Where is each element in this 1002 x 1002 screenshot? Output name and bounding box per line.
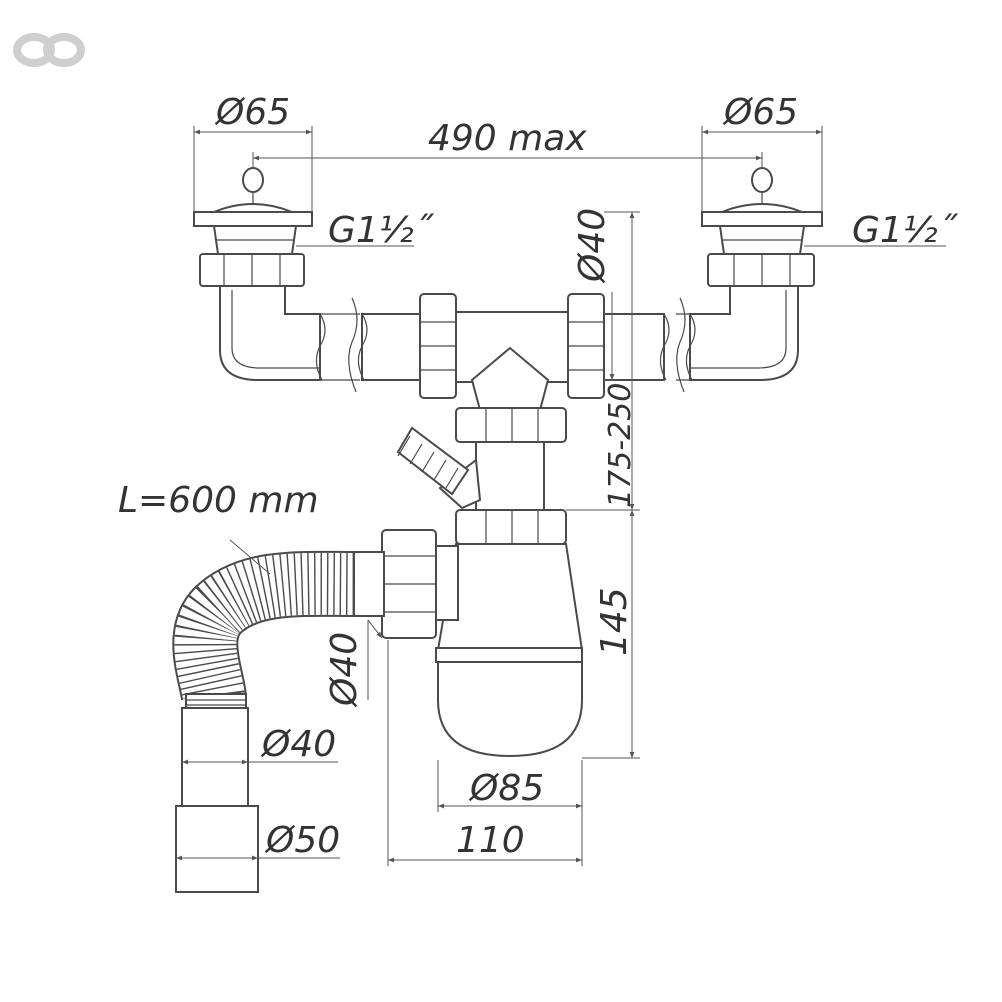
hose-length-label: L=600 mm — [118, 480, 319, 521]
drain-spacing-label: 490 max — [428, 118, 587, 159]
left-thread-label: G1½˝ — [328, 210, 435, 251]
chain-link-icon — [13, 33, 85, 67]
right-drain-diameter-label: Ø65 — [722, 92, 798, 133]
appliance-inlet-nozzle — [396, 426, 482, 510]
left-pipe — [315, 297, 423, 393]
dimension-lines — [176, 126, 946, 866]
bottle-height-label: 145 — [594, 587, 635, 656]
flexible-hose — [172, 550, 355, 711]
pipe-diameter-label: Ø40 — [572, 208, 613, 284]
hose-end-diameter-label: Ø40 — [260, 724, 336, 765]
center-tee — [419, 293, 605, 411]
left-drain-diameter-label: Ø65 — [214, 92, 290, 133]
height-range-label: 175-250 — [603, 383, 638, 508]
outlet-diameter-label: Ø40 — [324, 632, 365, 708]
right-pipe — [603, 297, 700, 393]
bottle-trap — [435, 543, 584, 758]
hose-spigot — [175, 707, 259, 893]
spigot-diameter-label: Ø50 — [264, 820, 340, 861]
right-sink-drain — [685, 167, 823, 381]
left-sink-drain — [193, 167, 321, 381]
right-thread-label: G1½˝ — [852, 210, 959, 251]
riser-pipe — [455, 407, 567, 545]
bottle-diameter-label: Ø85 — [468, 768, 544, 809]
overall-width-label: 110 — [456, 820, 525, 861]
